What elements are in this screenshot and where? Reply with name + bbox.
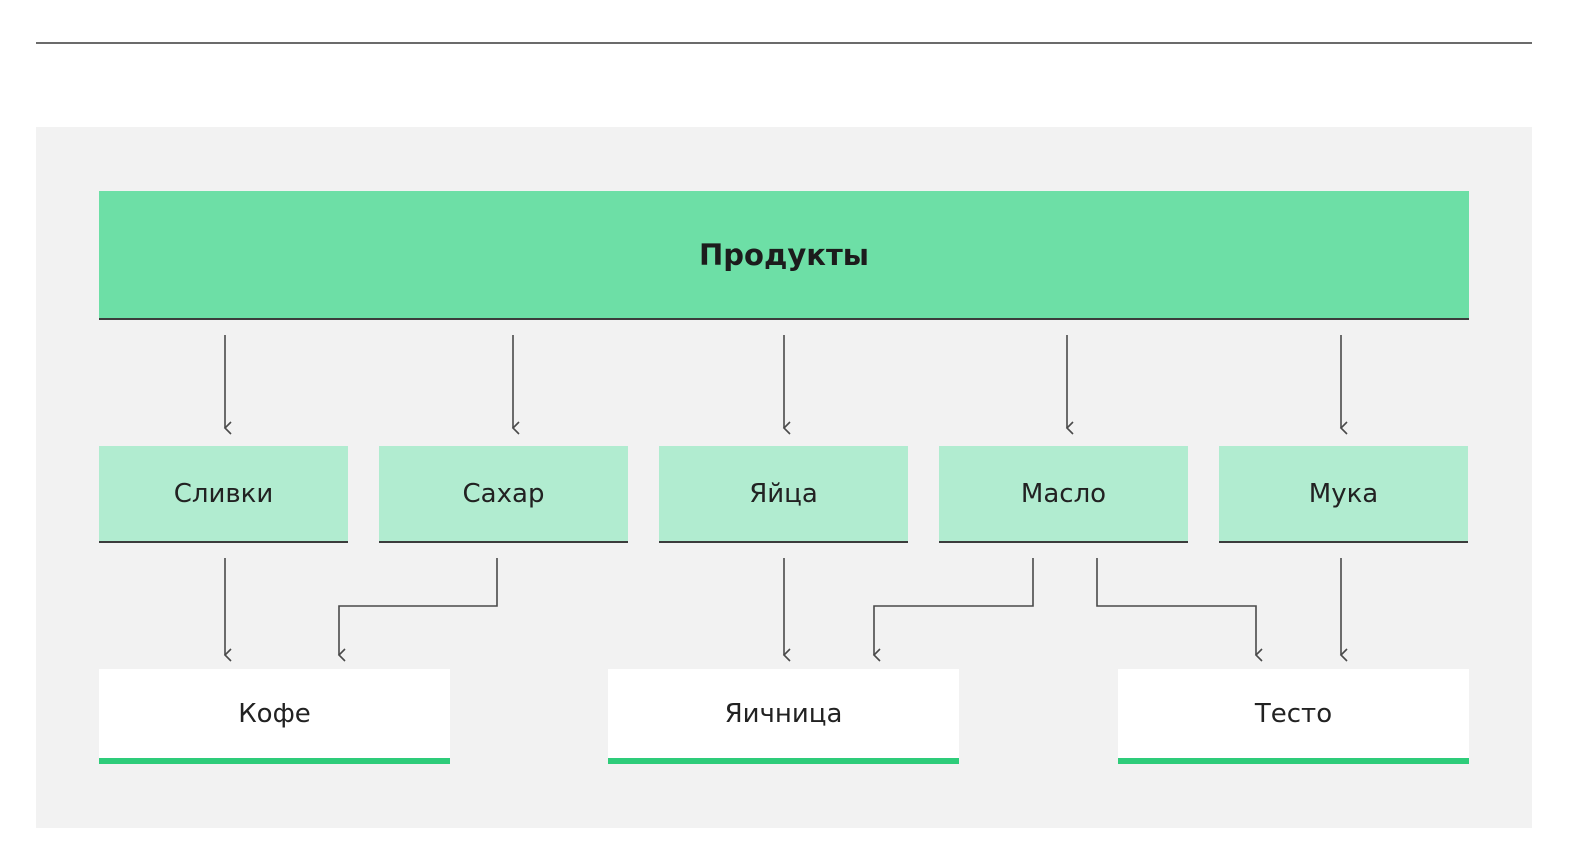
top-divider — [36, 42, 1532, 44]
dish-node-coffee: Кофе — [99, 669, 450, 764]
ingredient-node-butter: Масло — [939, 446, 1188, 543]
ingredient-node-sugar: Сахар — [379, 446, 628, 543]
root-node-products: Продукты — [99, 191, 1469, 320]
arrow-butter-to-dough — [1096, 558, 1263, 662]
root-node-label: Продукты — [699, 237, 869, 272]
dish-label: Яичница — [724, 698, 843, 729]
ingredient-node-flour: Мука — [1219, 446, 1468, 543]
ingredient-label: Сливки — [173, 478, 274, 509]
ingredient-label: Масло — [1020, 478, 1107, 509]
arrow-sugar-to-coffee — [337, 558, 498, 662]
dish-label: Кофе — [238, 698, 311, 729]
dish-node-fried-eggs: Яичница — [608, 669, 959, 764]
ingredient-label: Мука — [1308, 478, 1379, 509]
ingredient-node-cream: Сливки — [99, 446, 348, 543]
ingredient-label: Яйца — [749, 478, 818, 509]
dish-label: Тесто — [1254, 698, 1333, 729]
dish-node-dough: Тесто — [1118, 669, 1469, 764]
ingredient-node-eggs: Яйца — [659, 446, 908, 543]
ingredient-label: Сахар — [462, 478, 545, 509]
arrow-butter-to-fried-eggs — [872, 558, 1034, 662]
